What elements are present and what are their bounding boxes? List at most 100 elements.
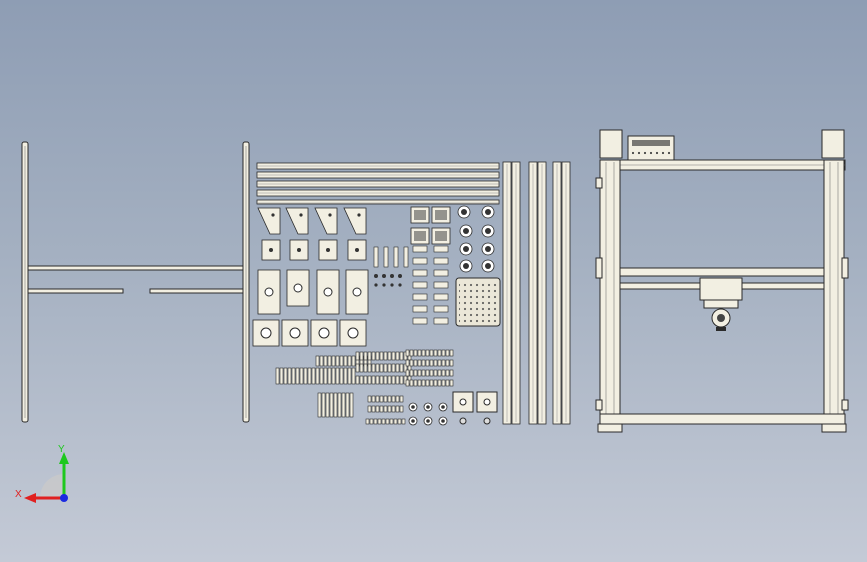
nut [382, 283, 386, 287]
small-screw [391, 395, 396, 403]
fasteners [275, 349, 454, 425]
nut-bolt [425, 379, 430, 387]
small-screw [365, 418, 370, 425]
small-screw [377, 418, 382, 425]
y-axis-label: Y [58, 444, 65, 455]
nut-bolt [405, 349, 410, 357]
nut-bolt [405, 369, 410, 377]
long-bolt [349, 392, 354, 418]
bolt [383, 351, 388, 361]
bolt [311, 367, 316, 385]
base-crossbar-upper [27, 265, 244, 271]
frame-bottom-rail [599, 413, 846, 425]
gantry-plate [455, 277, 501, 327]
small-screw [391, 405, 396, 413]
bolt [323, 367, 328, 385]
bolt [387, 351, 392, 361]
square-motor-plates [252, 319, 367, 347]
bolt [287, 367, 292, 385]
spacer [412, 245, 428, 253]
bolt [303, 367, 308, 385]
bolt [379, 375, 384, 385]
bolt [335, 367, 340, 385]
long-bolt [325, 392, 330, 418]
bolt [387, 363, 392, 373]
spacer [412, 293, 428, 301]
nut-bolt [445, 359, 450, 367]
bolt [395, 375, 400, 385]
bolt [375, 363, 380, 373]
standoff [403, 246, 409, 268]
bolt [291, 367, 296, 385]
nut [390, 283, 394, 287]
bolt [407, 363, 412, 373]
bolt [339, 355, 344, 367]
long-bolt [321, 392, 326, 418]
small-screw [401, 418, 406, 425]
nut-bolt [449, 349, 454, 357]
bolt [347, 367, 352, 385]
nut-bolt [413, 369, 418, 377]
nut-bolt [421, 379, 426, 387]
nut-bolt [413, 379, 418, 387]
spacer [433, 269, 449, 277]
bolt [371, 351, 376, 361]
nut-bolt [409, 349, 414, 357]
bolt [355, 363, 360, 373]
small-screw [383, 405, 388, 413]
h-extrusion [256, 199, 500, 205]
long-bolt [333, 392, 338, 418]
spacer [433, 305, 449, 313]
nut-bolt [417, 379, 422, 387]
nut-bolt [437, 379, 442, 387]
controller-box [627, 135, 675, 161]
corner-bracket [285, 207, 309, 235]
nut-bolt [449, 379, 454, 387]
bolt [327, 367, 332, 385]
small-screw [387, 395, 392, 403]
small-screw [371, 395, 376, 403]
nut-bolt [433, 349, 438, 357]
bolt [359, 375, 364, 385]
small-screw [399, 395, 404, 403]
frame-left-rail [599, 159, 621, 431]
bolt [363, 375, 368, 385]
nut [390, 274, 394, 278]
horizontal-extrusions [256, 162, 500, 205]
bolt [359, 363, 364, 373]
bolt [355, 375, 360, 385]
standoff [373, 246, 379, 268]
spacer [412, 257, 428, 265]
bolt [367, 363, 372, 373]
nut-bolt [413, 359, 418, 367]
gantry-rail-upper [619, 267, 825, 277]
nut-bolt [437, 349, 442, 357]
bolt [387, 375, 392, 385]
bolt [323, 355, 328, 367]
spacer [412, 269, 428, 277]
nut [398, 274, 402, 278]
bolt [379, 351, 384, 361]
corner-bracket [343, 207, 367, 235]
bolt [383, 363, 388, 373]
spacer [433, 257, 449, 265]
corner-bracket [314, 207, 338, 235]
small-screw [367, 395, 372, 403]
small-screw [367, 405, 372, 413]
nut-bolt [425, 349, 430, 357]
nut-bolt [445, 349, 450, 357]
nut-bolt [409, 369, 414, 377]
nut-bolt [417, 349, 422, 357]
nut-bolt [449, 359, 454, 367]
nut-bolt [445, 379, 450, 387]
nut-bolt [409, 379, 414, 387]
bolt [375, 375, 380, 385]
nut [398, 283, 402, 287]
bolt [399, 375, 404, 385]
bolt [319, 367, 324, 385]
bolt [331, 355, 336, 367]
x-axis-label: X [15, 489, 22, 500]
bolt [335, 355, 340, 367]
bolt [371, 363, 376, 373]
